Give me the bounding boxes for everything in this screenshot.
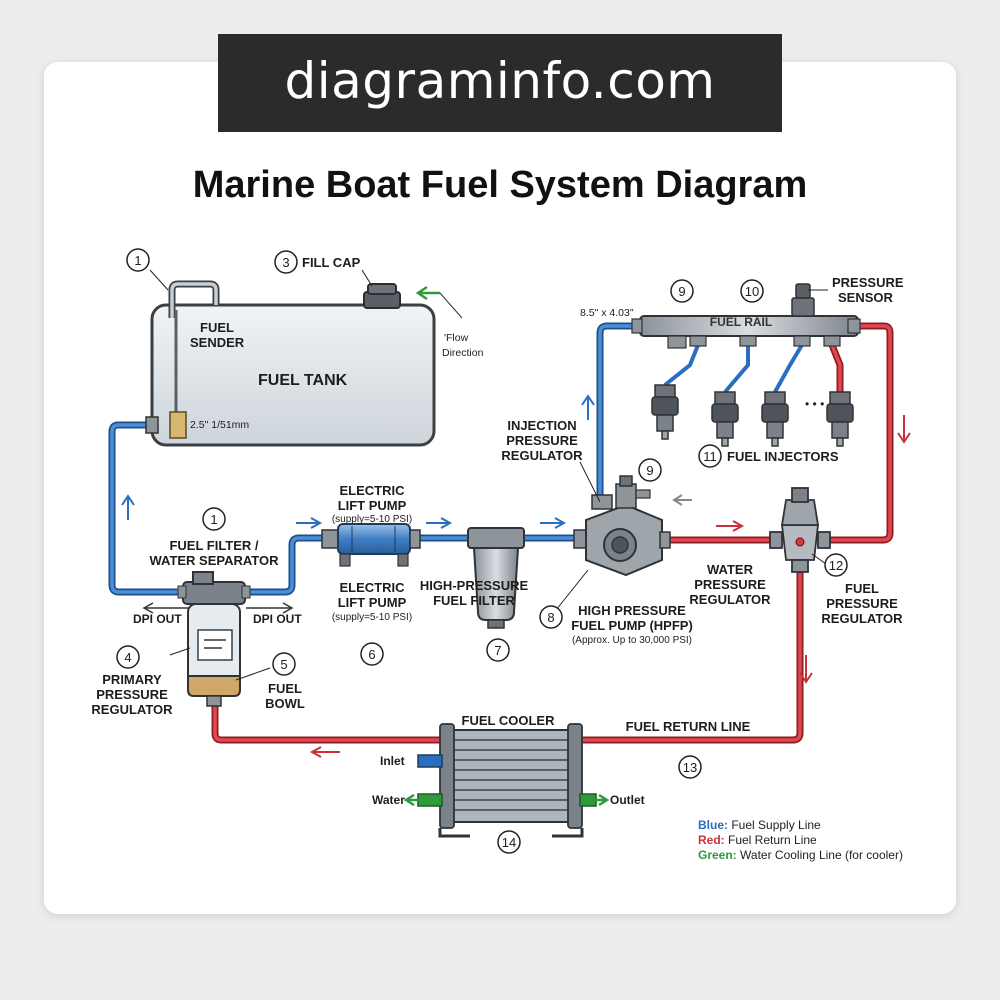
hpfp-label-1: HIGH PRESSURE — [578, 603, 686, 618]
marker-5: 5 — [280, 657, 287, 672]
injector — [826, 391, 854, 447]
flow-direction-1: 'Flow — [444, 332, 469, 344]
fuel-sender-label-2: SENDER — [190, 335, 245, 350]
site-name: diagraminfo.com — [284, 52, 716, 110]
fuel-injectors — [651, 384, 854, 447]
marker-3: 3 — [282, 255, 289, 270]
filter-label-1: FUEL FILTER / — [169, 538, 258, 553]
filter-label-2: WATER SEPARATOR — [149, 553, 279, 568]
fuel-pressure-reg-label-2: PRESSURE — [826, 596, 898, 611]
primary-reg-label-3: REGULATOR — [91, 702, 173, 717]
marker-13: 13 — [683, 760, 697, 775]
outlet-label: Outlet — [610, 793, 645, 807]
inlet-label: Inlet — [380, 754, 405, 768]
marker-10: 10 — [745, 284, 759, 299]
primary-reg-label-1: PRIMARY — [102, 672, 162, 687]
fuel-cooler-label: FUEL COOLER — [462, 713, 556, 728]
lift-pump-bottom-1: ELECTRIC — [340, 580, 406, 595]
injector — [711, 391, 739, 447]
marker-4: 4 — [124, 650, 131, 665]
pressure-sensor-label-1: PRESSURE — [832, 275, 904, 290]
flow-direction-2: Direction — [442, 347, 484, 359]
marker-6: 6 — [368, 647, 375, 662]
lift-pump-bottom-3: (supply=5-10 PSI) — [332, 612, 412, 623]
injector — [761, 391, 789, 447]
fuel-injectors-label: FUEL INJECTORS — [727, 449, 839, 464]
fuel-tank-label: FUEL TANK — [258, 372, 348, 389]
marker-12: 12 — [829, 558, 843, 573]
marker-11: 11 — [703, 449, 717, 464]
leader-lines — [149, 269, 828, 681]
marker-8: 8 — [547, 610, 554, 625]
legend-return: Red: Fuel Return Line — [698, 833, 817, 847]
fill-cap-label: FILL CAP — [302, 255, 361, 270]
dpi-out-left: DPI OUT — [133, 612, 182, 626]
diagram-title: Marine Boat Fuel System Diagram — [192, 164, 808, 206]
legend-water: Green: Water Cooling Line (for cooler) — [698, 848, 903, 862]
tank-dimension: 2.5" 1/51mm — [190, 419, 249, 431]
hp-filter-label-2: FUEL FILTER — [433, 593, 515, 608]
marker-9-rail: 9 — [678, 284, 685, 299]
injection-reg-label-2: PRESSURE — [506, 433, 578, 448]
marker-9-pump: 9 — [646, 463, 653, 478]
fuel-tank — [145, 280, 436, 447]
marker-7: 7 — [494, 643, 501, 658]
fuel-pressure-regulator — [769, 487, 831, 573]
marker-1-tank: 1 — [134, 253, 141, 268]
electric-lift-pump — [321, 523, 421, 567]
water-reg-label-1: WATER — [707, 562, 754, 577]
lift-pump-bottom-2: LIFT PUMP — [338, 595, 407, 610]
legend-supply: Blue: Fuel Supply Line — [698, 818, 821, 832]
lift-pump-top-2: LIFT PUMP — [338, 498, 407, 513]
dpi-out-right: DPI OUT — [253, 612, 302, 626]
injector-dots: • • • — [805, 397, 824, 411]
water-reg-label-3: REGULATOR — [689, 592, 771, 607]
fuel-rail — [631, 283, 861, 349]
fuel-cooler — [403, 723, 610, 838]
fuel-pressure-reg-label-3: REGULATOR — [821, 611, 903, 626]
fuel-bowl-label-1: FUEL — [268, 681, 302, 696]
high-pressure-fuel-filter — [467, 527, 525, 629]
hpfp-label-2: FUEL PUMP (HPFP) — [571, 618, 693, 633]
injector — [651, 384, 679, 440]
marker-14: 14 — [502, 835, 516, 850]
injection-reg-label-3: REGULATOR — [501, 448, 583, 463]
fuel-filter-water-separator — [177, 571, 251, 707]
hp-filter-label-1: HIGH-PRESSURE — [420, 578, 529, 593]
rail-dimension: 8.5" x 4.03" — [580, 307, 634, 319]
fuel-pressure-reg-label-1: FUEL — [845, 581, 879, 596]
flow-arrows — [121, 285, 911, 758]
water-reg-label-2: PRESSURE — [694, 577, 766, 592]
marker-1-filter: 1 — [210, 512, 217, 527]
injection-reg-label-1: INJECTION — [507, 418, 576, 433]
fuel-sender-label-1: FUEL — [200, 320, 234, 335]
lift-pump-top-1: ELECTRIC — [340, 483, 406, 498]
legend: Blue: Fuel Supply Line Red: Fuel Return … — [698, 818, 903, 863]
water-label: Water — [372, 793, 405, 807]
lift-pump-top-3: (supply=5-10 PSI) — [332, 514, 412, 525]
hpfp-label-3: (Approx. Up to 30,000 PSI) — [572, 635, 692, 646]
fuel-return-line-label: FUEL RETURN LINE — [626, 719, 751, 734]
site-banner: diagraminfo.com — [218, 34, 782, 132]
fuel-rail-label: FUEL RAIL — [710, 315, 772, 329]
high-pressure-fuel-pump — [573, 475, 671, 577]
pressure-sensor-label-2: SENSOR — [838, 290, 894, 305]
number-markers — [116, 248, 848, 854]
fuel-bowl-label-2: BOWL — [265, 696, 305, 711]
primary-reg-label-2: PRESSURE — [96, 687, 168, 702]
